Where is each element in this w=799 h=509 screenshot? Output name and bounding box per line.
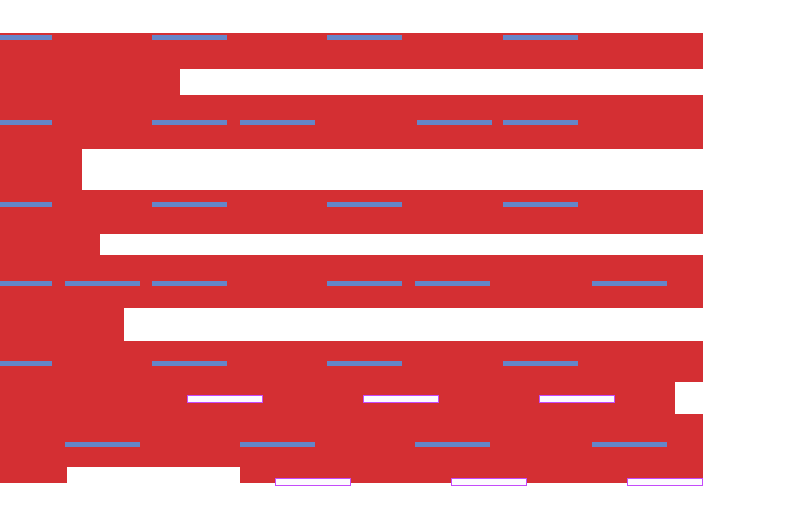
redacted-term-bar[interactable] bbox=[503, 120, 578, 125]
redacted-term-bar[interactable] bbox=[0, 281, 52, 286]
highlighted-link-bar[interactable] bbox=[451, 478, 527, 486]
redacted-term-bar[interactable] bbox=[327, 361, 402, 366]
redaction-block bbox=[0, 95, 703, 149]
redacted-term-bar[interactable] bbox=[0, 35, 52, 40]
highlighted-link-bar[interactable] bbox=[363, 395, 439, 403]
redacted-term-bar[interactable] bbox=[327, 281, 402, 286]
redaction-block bbox=[0, 69, 180, 95]
redacted-term-bar[interactable] bbox=[415, 281, 490, 286]
highlighted-link-bar[interactable] bbox=[627, 478, 703, 486]
redacted-term-bar[interactable] bbox=[152, 35, 227, 40]
redacted-term-bar[interactable] bbox=[240, 120, 315, 125]
redacted-term-bar[interactable] bbox=[592, 281, 667, 286]
highlighted-link-bar[interactable] bbox=[275, 478, 351, 486]
redacted-term-bar[interactable] bbox=[503, 361, 578, 366]
redacted-term-bar[interactable] bbox=[0, 361, 52, 366]
redaction-block bbox=[0, 308, 124, 341]
redaction-block bbox=[240, 467, 703, 483]
redacted-term-bar[interactable] bbox=[65, 281, 140, 286]
redacted-term-bar[interactable] bbox=[415, 442, 490, 447]
redacted-term-bar[interactable] bbox=[152, 281, 227, 286]
redacted-term-bar[interactable] bbox=[240, 442, 315, 447]
redacted-term-bar[interactable] bbox=[327, 202, 402, 207]
redaction-block bbox=[0, 234, 100, 255]
redacted-term-bar[interactable] bbox=[417, 120, 492, 125]
highlighted-link-bar[interactable] bbox=[187, 395, 263, 403]
redaction-block bbox=[0, 190, 703, 234]
redacted-term-bar[interactable] bbox=[0, 120, 52, 125]
redaction-block bbox=[0, 414, 703, 467]
redacted-term-bar[interactable] bbox=[503, 35, 578, 40]
redacted-term-bar[interactable] bbox=[65, 442, 140, 447]
highlighted-link-bar[interactable] bbox=[539, 395, 615, 403]
redaction-block bbox=[0, 149, 82, 190]
redacted-term-bar[interactable] bbox=[152, 361, 227, 366]
redacted-term-bar[interactable] bbox=[327, 35, 402, 40]
redacted-term-bar[interactable] bbox=[152, 120, 227, 125]
redacted-term-bar[interactable] bbox=[0, 202, 52, 207]
redaction-block bbox=[0, 467, 67, 483]
redacted-term-bar[interactable] bbox=[503, 202, 578, 207]
redacted-term-bar[interactable] bbox=[152, 202, 227, 207]
redacted-term-bar[interactable] bbox=[592, 442, 667, 447]
